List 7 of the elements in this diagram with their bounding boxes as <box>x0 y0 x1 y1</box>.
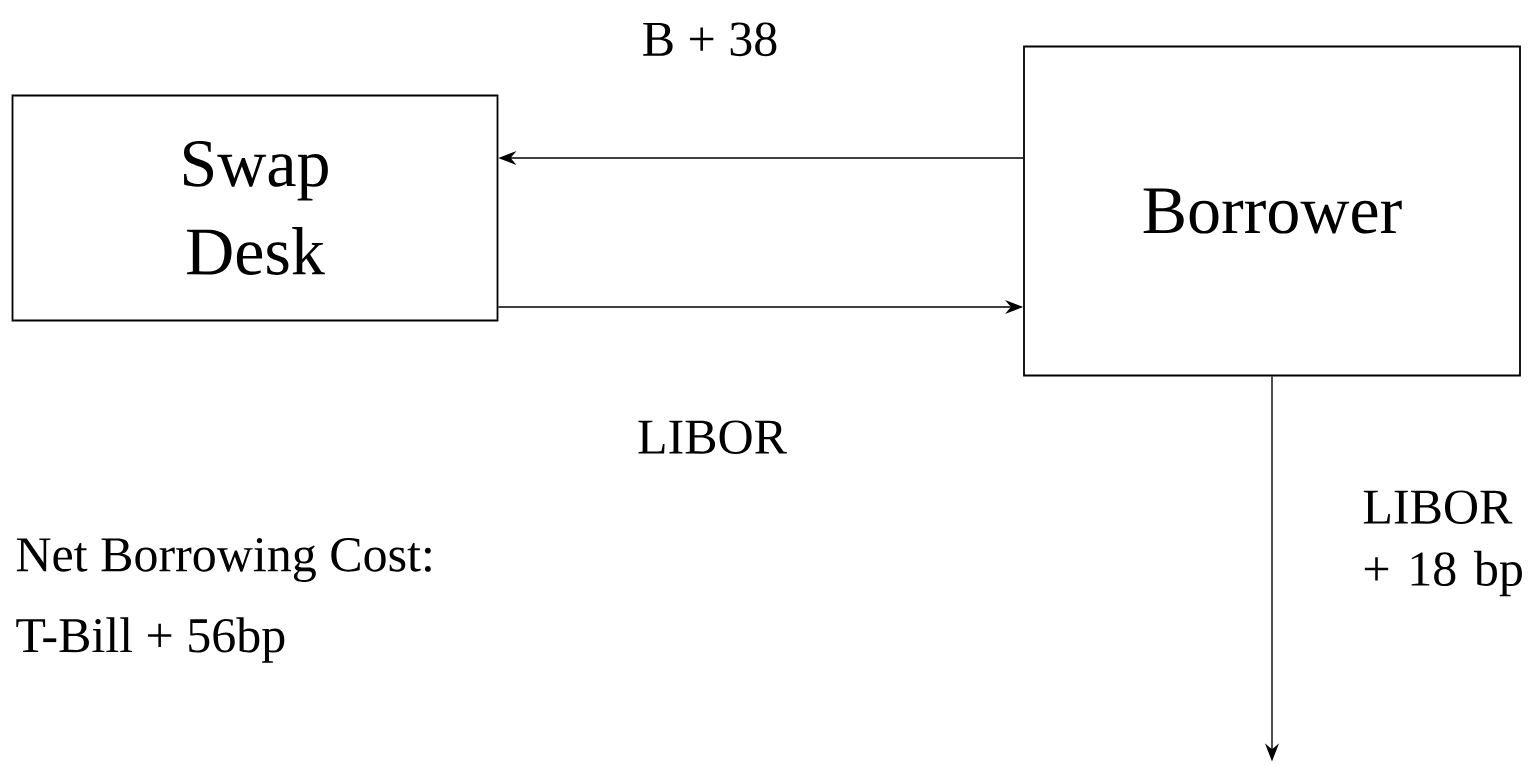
note-text: T-Bill + 56bp <box>16 617 285 663</box>
edge-label: LIBOR + 18 bp <box>1363 490 1522 597</box>
process-box: Borrower <box>1023 45 1521 377</box>
note-text: Net Borrowing Cost: <box>16 538 431 582</box>
process-box: Swap Desk <box>11 94 499 322</box>
edge-label: LIBOR <box>638 420 787 454</box>
edge-label: B + 38 <box>643 22 777 57</box>
